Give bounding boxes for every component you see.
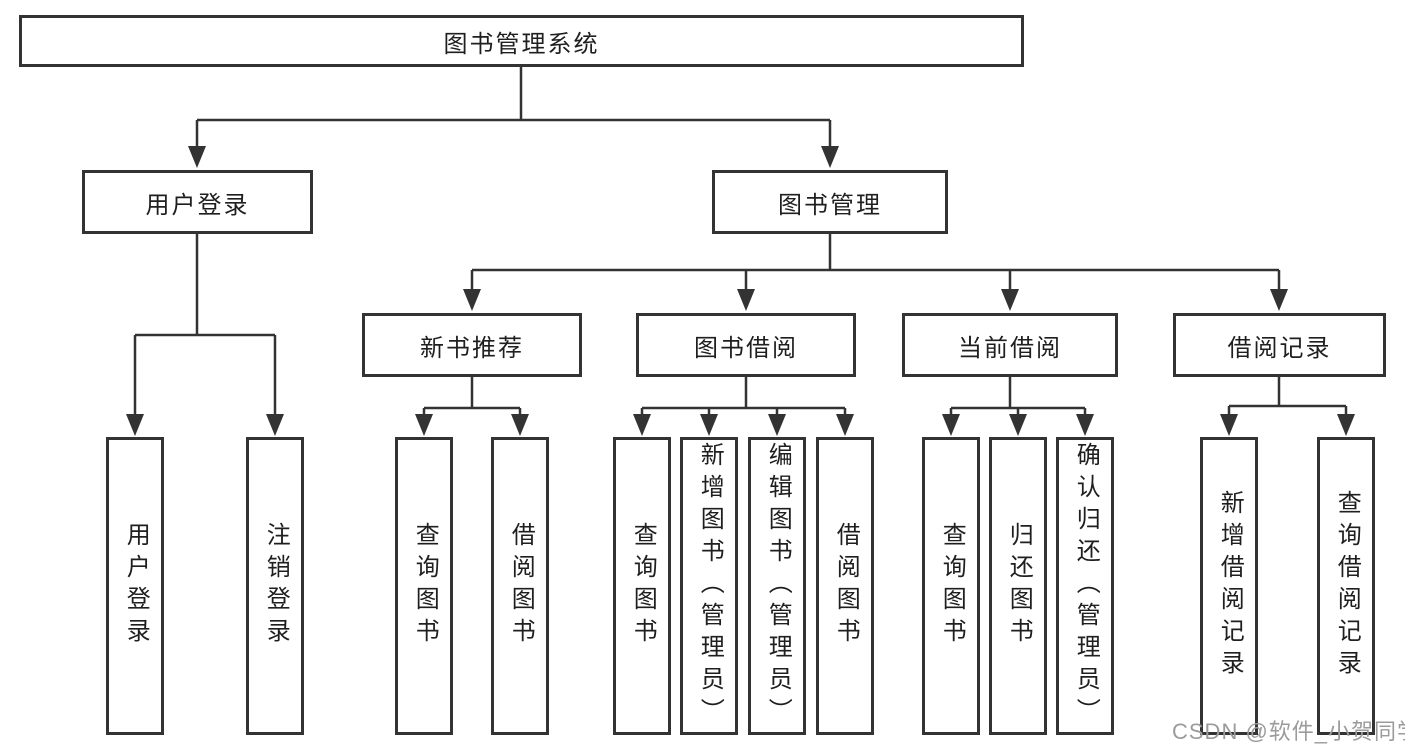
leaf-borrowing-query-books-label: 查询图书 bbox=[629, 522, 657, 650]
leaf-records-add-record: 新增借阅记录 bbox=[1200, 437, 1258, 735]
leaf-current-query-books: 查询图书 bbox=[922, 437, 980, 735]
node-root-system: 图书管理系统 bbox=[19, 15, 1024, 67]
leaf-current-return-books-label: 归还图书 bbox=[1005, 522, 1033, 650]
node-book-management-label: 图书管理 bbox=[778, 191, 882, 219]
node-borrow-records: 借阅记录 bbox=[1173, 313, 1386, 377]
leaf-records-query-record-label: 查询借阅记录 bbox=[1333, 490, 1361, 682]
leaf-borrowing-borrow-books: 借阅图书 bbox=[816, 437, 874, 735]
node-new-book-recommend: 新书推荐 bbox=[362, 313, 582, 377]
node-current-borrow: 当前借阅 bbox=[902, 313, 1118, 377]
leaf-borrowing-edit-books: 编辑图书（管理员） bbox=[748, 437, 806, 735]
node-root-system-label: 图书管理系统 bbox=[443, 30, 600, 58]
leaf-borrowing-borrow-books-label: 借阅图书 bbox=[832, 522, 860, 650]
leaf-current-confirm-return-label: 确认归还（管理员） bbox=[1072, 442, 1100, 730]
leaf-logout-label: 注销登录 bbox=[262, 522, 290, 650]
leaf-borrowing-query-books: 查询图书 bbox=[613, 437, 671, 735]
leaf-newbooks-query-books: 查询图书 bbox=[395, 437, 453, 735]
leaf-current-query-books-label: 查询图书 bbox=[938, 522, 966, 650]
leaf-newbooks-borrow-books-label: 借阅图书 bbox=[507, 522, 535, 650]
leaf-newbooks-borrow-books: 借阅图书 bbox=[491, 437, 549, 735]
leaf-current-return-books: 归还图书 bbox=[989, 437, 1047, 735]
leaf-current-confirm-return: 确认归还（管理员） bbox=[1056, 437, 1114, 735]
node-new-book-recommend-label: 新书推荐 bbox=[420, 334, 524, 362]
node-book-management: 图书管理 bbox=[712, 170, 948, 234]
leaf-records-add-record-label: 新增借阅记录 bbox=[1216, 490, 1244, 682]
node-user-login: 用户登录 bbox=[82, 170, 313, 234]
node-borrow-records-label: 借阅记录 bbox=[1227, 334, 1332, 362]
node-user-login-label: 用户登录 bbox=[145, 191, 250, 219]
leaf-logout: 注销登录 bbox=[246, 437, 304, 735]
leaf-borrowing-add-books-label: 新增图书（管理员） bbox=[696, 442, 724, 730]
leaf-borrowing-add-books: 新增图书（管理员） bbox=[680, 437, 738, 735]
leaf-records-query-record: 查询借阅记录 bbox=[1317, 437, 1375, 735]
node-book-borrowing: 图书借阅 bbox=[636, 313, 856, 377]
leaf-user-login: 用户登录 bbox=[106, 437, 164, 735]
node-book-borrowing-label: 图书借阅 bbox=[694, 334, 798, 362]
leaf-user-login-label: 用户登录 bbox=[122, 522, 150, 650]
node-current-borrow-label: 当前借阅 bbox=[958, 334, 1062, 362]
leaf-newbooks-query-books-label: 查询图书 bbox=[411, 522, 439, 650]
csdn-watermark: CSDN @软件_小贺同学 bbox=[1172, 719, 1405, 744]
leaf-borrowing-edit-books-label: 编辑图书（管理员） bbox=[764, 442, 792, 730]
